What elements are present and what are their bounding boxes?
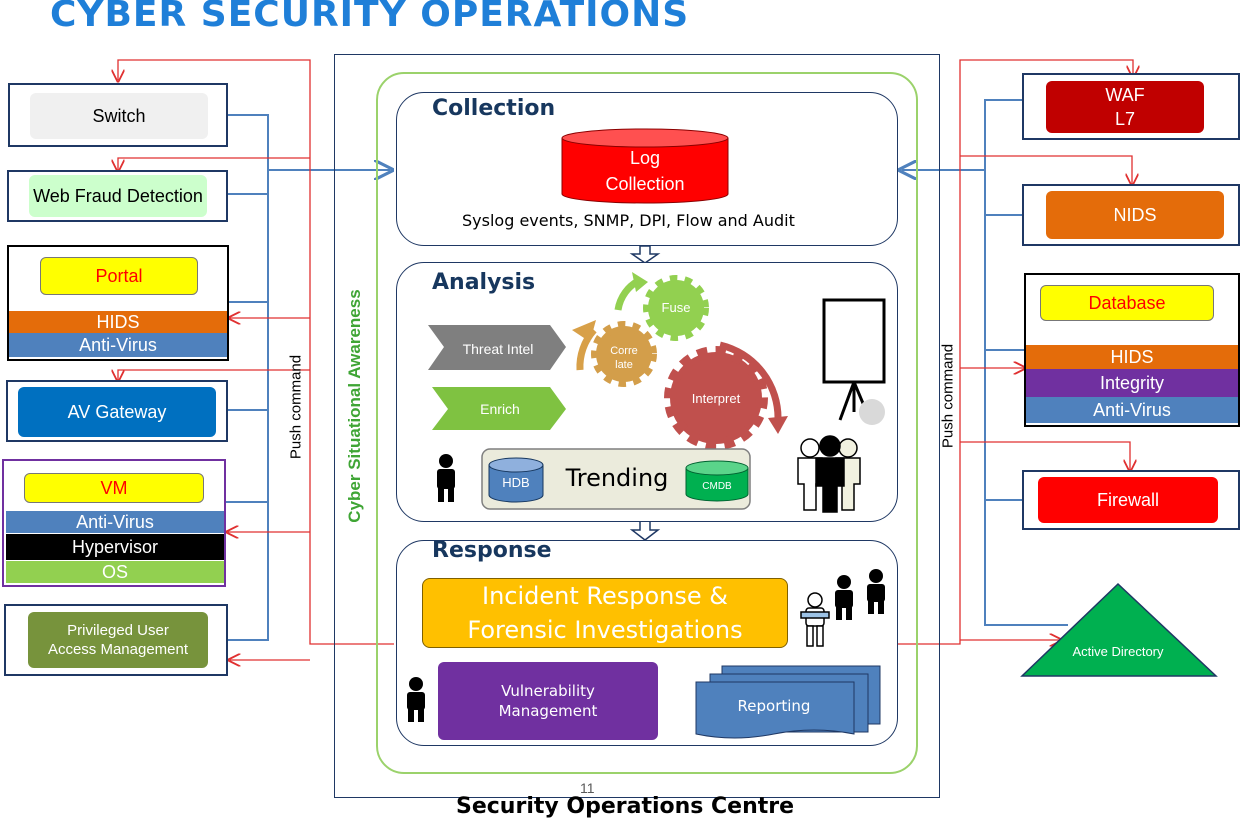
database-antivirus: Anti-Virus [1026, 397, 1238, 423]
switch-label: Switch [30, 93, 208, 139]
vulnerability-box[interactable]: Vulnerability Management [438, 662, 658, 740]
awareness-frame [376, 72, 918, 774]
push-command-right: Push command [939, 343, 957, 449]
interpret-label: Interpret [691, 390, 741, 406]
trending-label: Trending [565, 464, 669, 492]
firewall-label: Firewall [1038, 477, 1218, 523]
portal-device[interactable]: Portal HIDS Anti-Virus [7, 245, 229, 361]
waf-device[interactable]: WAF L7 [1022, 73, 1240, 140]
portal-antivirus: Anti-Virus [9, 333, 227, 357]
presentation-board-icon [820, 310, 821, 311]
waf-label: WAF L7 [1046, 81, 1204, 133]
incident-response-box[interactable]: Incident Response & Forensic Investigati… [422, 578, 788, 648]
database-device[interactable]: Database HIDS Integrity Anti-Virus [1024, 273, 1240, 427]
page-title: CYBER SECURITY OPERATIONS [50, 0, 690, 35]
puam-label: Privileged User Access Management [28, 612, 208, 668]
soc-frame [334, 54, 940, 798]
av-gateway-label: AV Gateway [18, 387, 216, 437]
collection-sources: Syslog events, SNMP, DPI, Flow and Audit [462, 211, 795, 230]
vm-device[interactable]: VM Anti-Virus Hypervisor OS [2, 459, 226, 587]
person-icon [407, 676, 408, 677]
analysis-title: Analysis [432, 270, 536, 295]
firewall-device[interactable]: Firewall [1022, 470, 1240, 530]
cmdb-label: CMDB [702, 480, 732, 492]
vm-antivirus: Anti-Virus [6, 511, 224, 533]
web-fraud-device[interactable]: Web Fraud Detection [7, 170, 228, 222]
database-hids: HIDS [1026, 345, 1238, 369]
log-collection-label: Log Collection [605, 148, 685, 194]
portal-label: Portal [40, 257, 198, 295]
database-integrity: Integrity [1026, 369, 1238, 397]
vm-label: VM [24, 473, 204, 503]
switch-device[interactable]: Switch [8, 83, 228, 147]
av-gateway-device[interactable]: AV Gateway [6, 380, 228, 442]
enrich-label: Enrich [480, 401, 520, 417]
nids-device[interactable]: NIDS [1022, 184, 1240, 246]
push-command-left: Push command [287, 354, 305, 460]
vm-hypervisor: Hypervisor [6, 534, 224, 560]
people-group-icon [800, 440, 801, 441]
awareness-label: Cyber Situational Awareness [345, 289, 364, 523]
page-number: 11 [580, 780, 595, 796]
database-label: Database [1040, 285, 1214, 321]
web-fraud-label: Web Fraud Detection [29, 175, 207, 217]
soc-label: Security Operations Centre [456, 794, 795, 819]
vm-os: OS [6, 561, 224, 583]
response-title: Response [432, 538, 552, 563]
portal-hids: HIDS [9, 311, 227, 333]
puam-device[interactable]: Privileged User Access Management [4, 604, 228, 676]
fuse-label: Fuse [661, 299, 691, 315]
threat-intel-label: Threat Intel [462, 341, 534, 357]
hdb-label: HDB [502, 474, 530, 490]
correlate-label: Corre late [610, 345, 638, 371]
reporting-label[interactable]: Reporting [737, 697, 811, 715]
nids-label: NIDS [1046, 191, 1224, 239]
collection-title: Collection [432, 96, 556, 121]
active-directory-label[interactable]: Active Directory [1072, 644, 1164, 659]
